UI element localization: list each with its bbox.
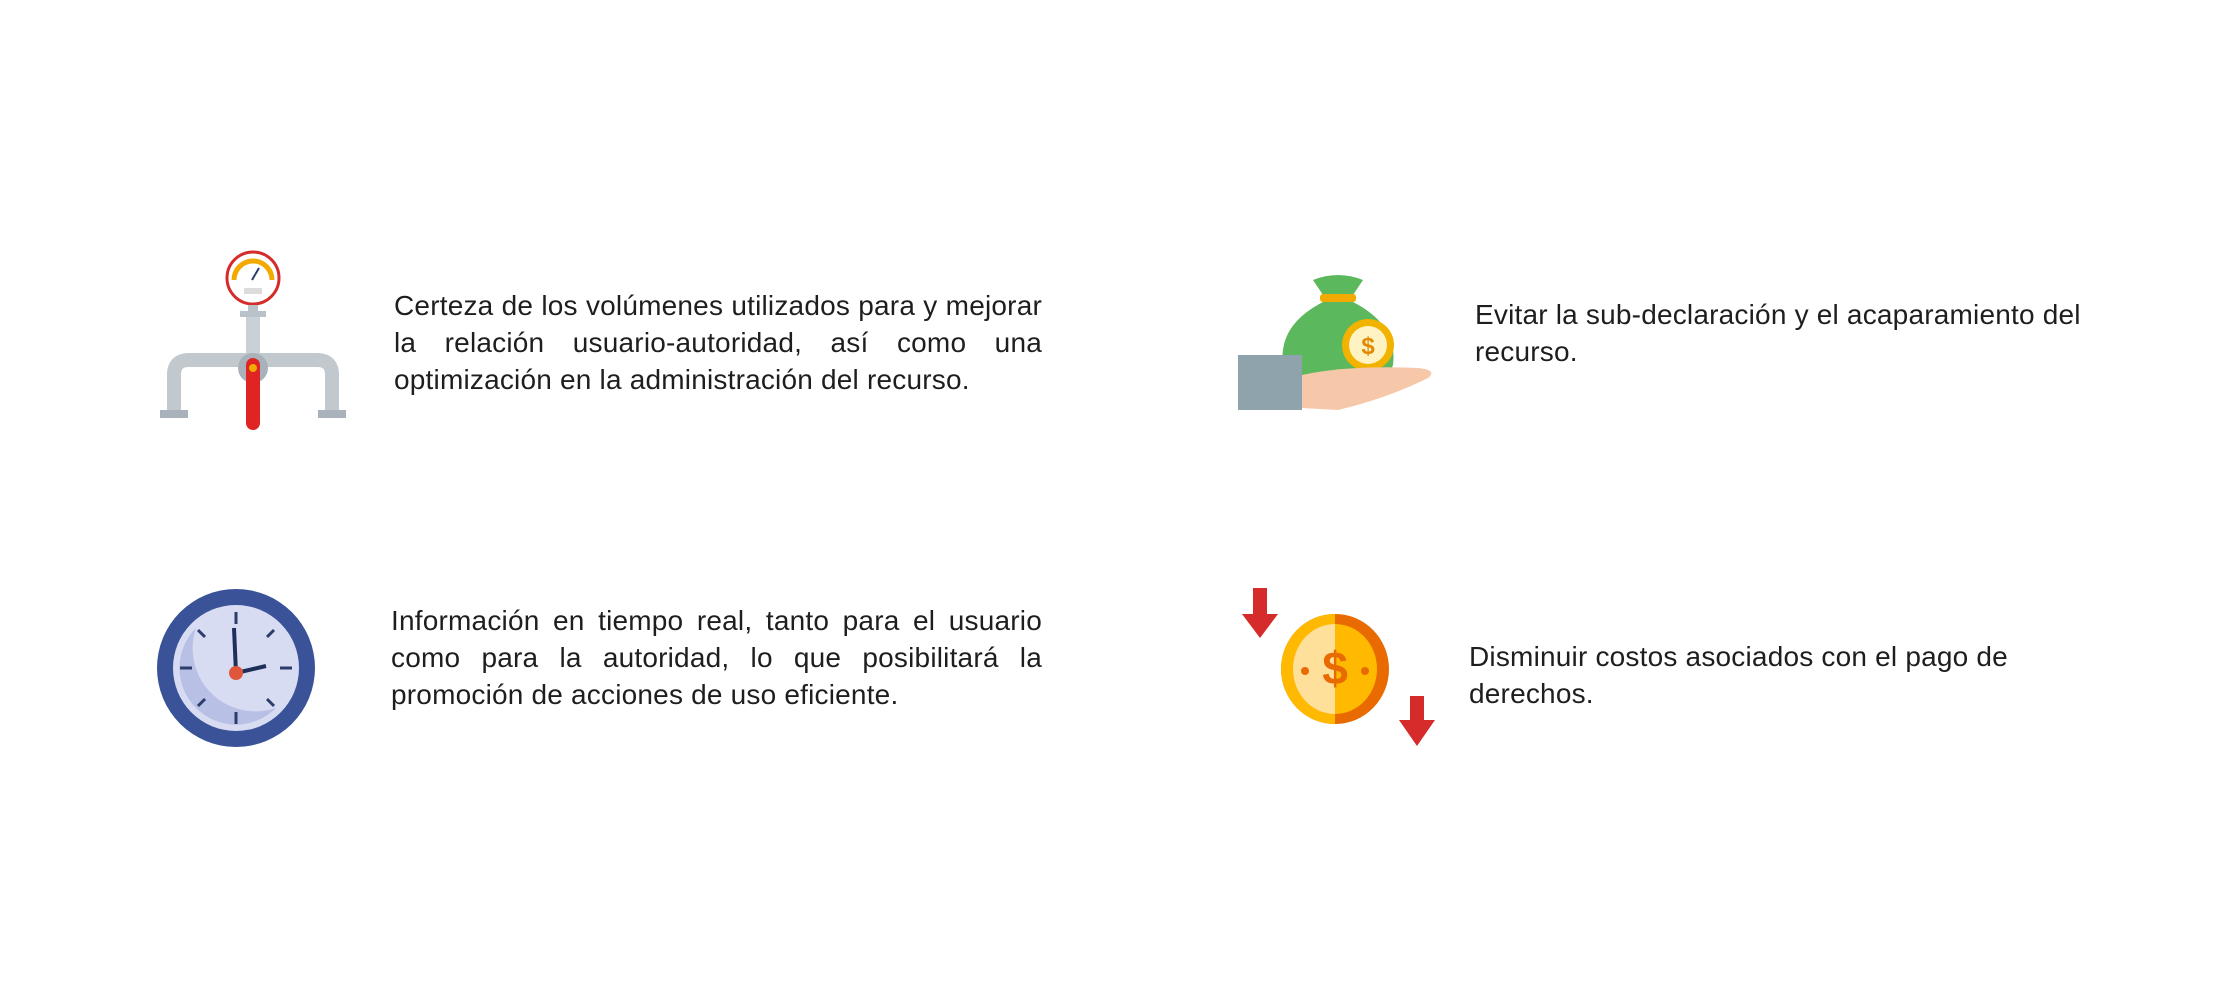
clock-icon xyxy=(156,588,316,748)
coin-down-arrows-icon: $ xyxy=(1238,584,1444,750)
pipe-gauge-icon xyxy=(156,250,350,436)
svg-text:$: $ xyxy=(1361,333,1375,360)
benefit-text-underdeclaration: Evitar la sub-declaración y el acaparami… xyxy=(1475,299,2081,367)
benefit-text-realtime: Información en tiempo real, tanto para e… xyxy=(391,605,1042,710)
benefit-text-volumes: Certeza de los volúmenes utilizados para… xyxy=(394,290,1042,395)
money-bag-hand-icon: $ xyxy=(1238,270,1442,415)
svg-text:$: $ xyxy=(1322,642,1348,694)
benefit-text-costs: Disminuir costos asociados con el pago d… xyxy=(1469,641,2008,709)
